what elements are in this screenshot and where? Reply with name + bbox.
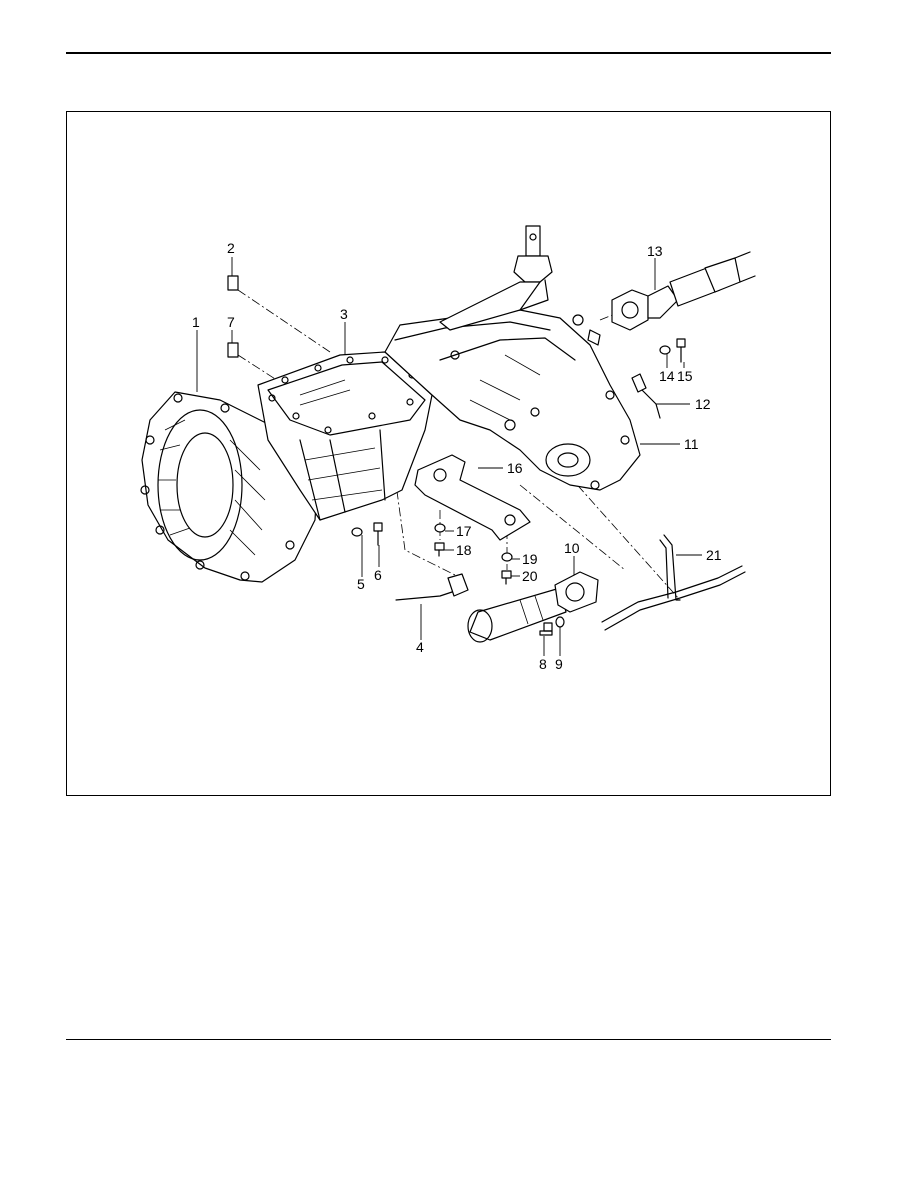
callout-7: 7 — [227, 314, 235, 330]
callout-11: 11 — [684, 436, 699, 452]
callout-20: 20 — [522, 568, 538, 584]
callout-2: 2 — [227, 240, 235, 256]
leader-lines — [196, 257, 702, 656]
rear-propeller-shaft — [611, 251, 756, 331]
callout-1: 1 — [192, 314, 200, 330]
speedometer-cable — [395, 573, 469, 601]
callout-19: 19 — [522, 551, 538, 567]
connector — [631, 373, 661, 419]
callout-8: 8 — [539, 656, 547, 672]
footer-rule — [66, 1039, 831, 1040]
transmission-case — [257, 351, 433, 521]
figure-frame — [66, 111, 831, 796]
callout-17: 17 — [456, 523, 472, 539]
callout-6: 6 — [374, 567, 382, 583]
callout-16: 16 — [507, 460, 523, 476]
callout-15: 15 — [677, 368, 693, 384]
shift-lever — [439, 225, 553, 331]
callout-5: 5 — [357, 576, 365, 592]
callout-9: 9 — [555, 656, 563, 672]
callout-4: 4 — [416, 639, 424, 655]
callout-13: 13 — [647, 243, 663, 259]
callout-3: 3 — [340, 306, 348, 322]
fasteners — [227, 275, 686, 636]
header-rule — [66, 52, 831, 54]
callout-21: 21 — [706, 547, 722, 563]
callout-12: 12 — [695, 396, 711, 412]
harness — [601, 534, 746, 631]
support-bracket — [414, 454, 531, 541]
callout-14: 14 — [659, 368, 675, 384]
front-propeller-shaft — [467, 571, 599, 643]
callout-labels: 1 2 3 4 5 6 7 8 9 10 11 12 13 14 15 16 1… — [192, 240, 722, 672]
callout-18: 18 — [456, 542, 472, 558]
callout-10: 10 — [564, 540, 580, 556]
